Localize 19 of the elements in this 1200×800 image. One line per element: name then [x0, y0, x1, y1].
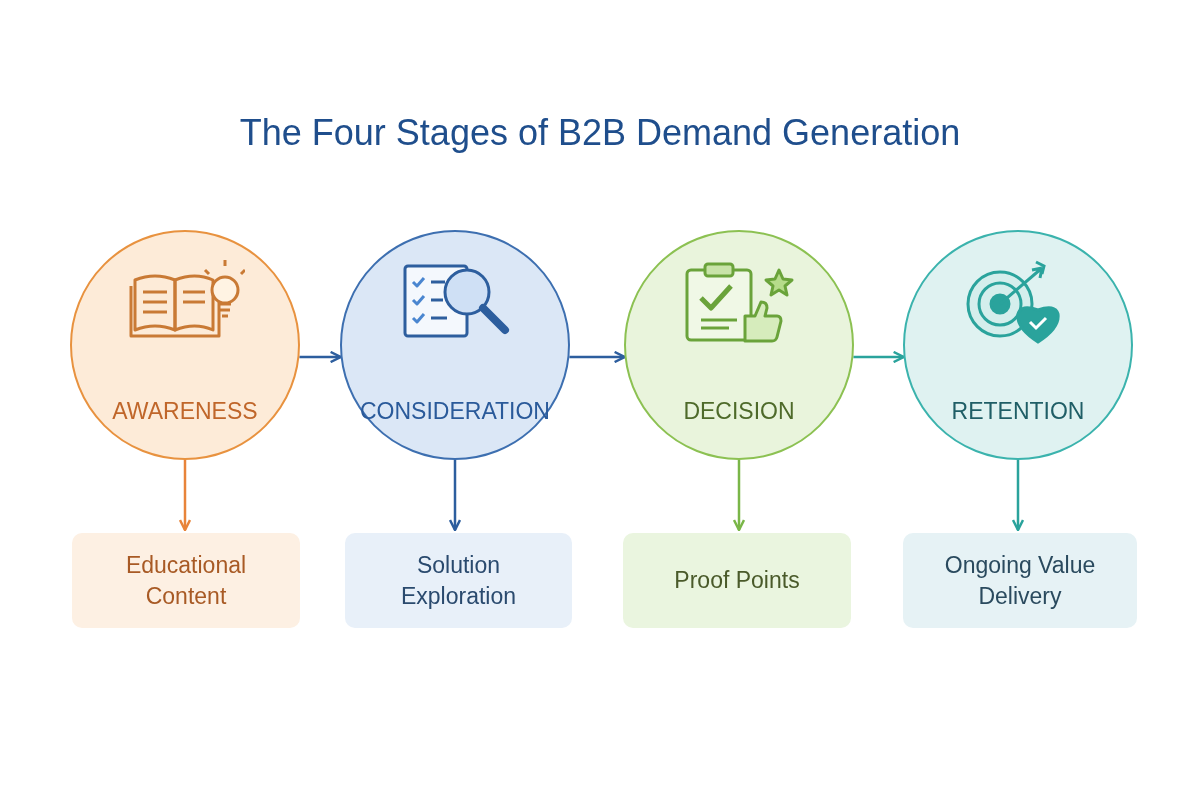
arrow	[178, 460, 192, 532]
stage-label: AWARENESS	[111, 398, 259, 425]
diagram-title: The Four Stages of B2B Demand Generation	[239, 112, 961, 153]
stage-label: DECISION	[682, 398, 796, 425]
outcome-label: Solution Exploration	[399, 550, 518, 611]
outcome-label: Educational Content	[124, 550, 248, 611]
outcome-box	[623, 533, 851, 628]
stage-label: CONSIDERATION	[359, 398, 551, 425]
arrow	[853, 350, 905, 364]
outcome-label: Proof Points	[673, 566, 801, 595]
outcome-label: Ongoing Value Delivery	[943, 550, 1097, 611]
arrow	[1011, 460, 1025, 532]
arrow	[569, 350, 626, 364]
outcome-box	[903, 533, 1137, 628]
arrow	[448, 460, 462, 532]
arrow	[299, 350, 342, 364]
outcome-box	[72, 533, 300, 628]
arrow	[732, 460, 746, 532]
stage-label: RETENTION	[950, 398, 1086, 425]
